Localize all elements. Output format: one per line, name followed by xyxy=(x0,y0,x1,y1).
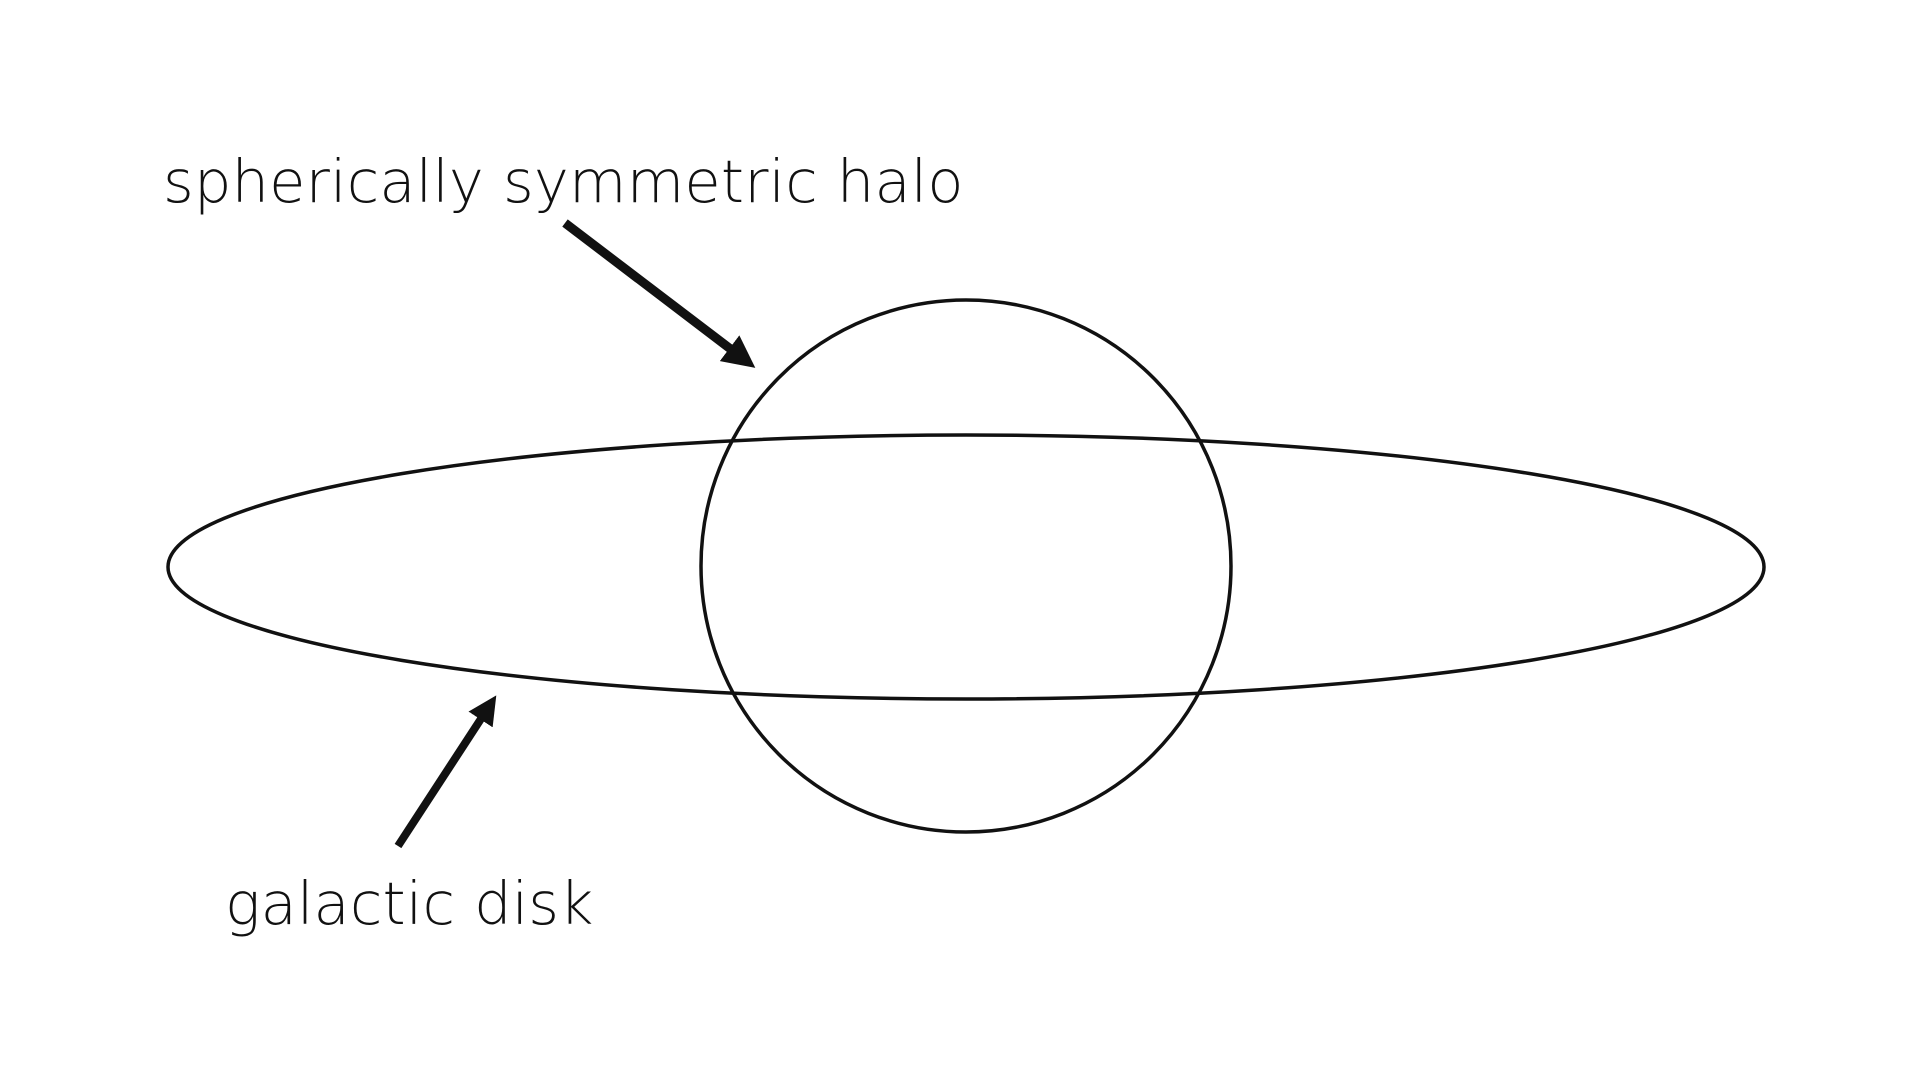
halo-shape xyxy=(699,298,1233,834)
halo-label: spherically symmetric halo xyxy=(163,147,964,216)
galactic-disk-shape xyxy=(166,433,1766,701)
disk-arrow xyxy=(394,695,497,849)
disk-label: galactic disk xyxy=(225,869,594,938)
halo-arrow xyxy=(562,219,756,368)
